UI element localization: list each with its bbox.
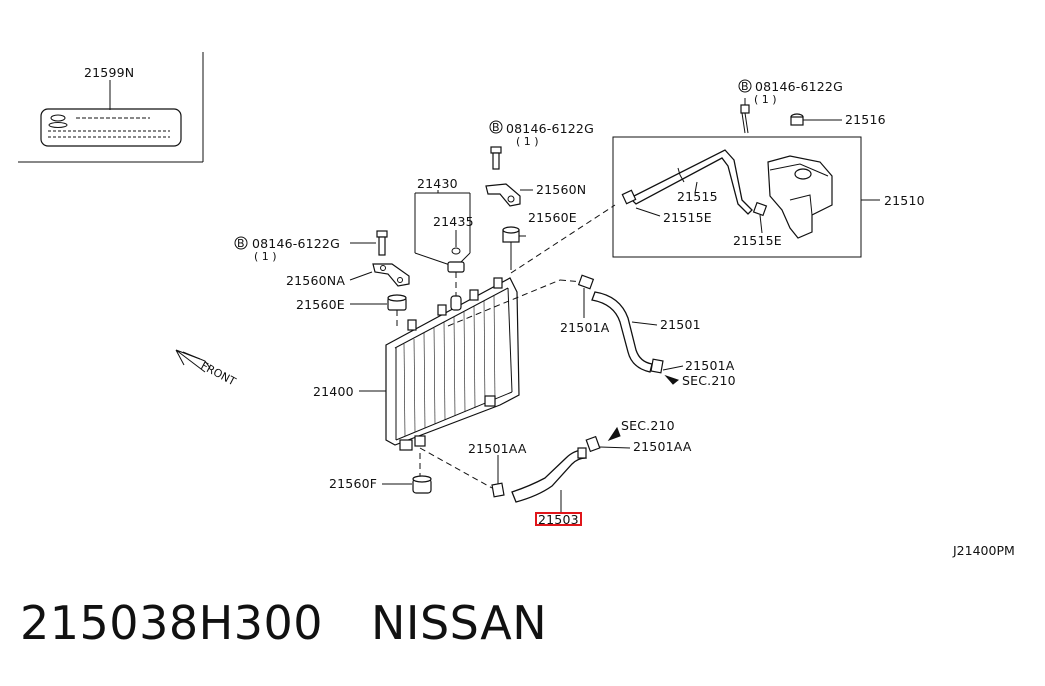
label-bolt-08146-6122G-upper: 08146-6122G [506,121,594,136]
label-21501: 21501 [660,317,701,332]
label-21515E-right: 21515E [733,233,782,248]
label-21560E-left: 21560E [296,297,345,312]
radiator-21400 [359,277,520,451]
radiator-fins [403,295,496,437]
label-21516: 21516 [845,112,886,127]
label-21501A-right: 21501A [685,358,735,373]
left-bolt: B [234,230,388,256]
footer-caption: 215038H300 NISSAN [20,596,595,650]
bracket-21560N [485,183,533,207]
mount-21560F [382,475,432,494]
label-21435: 21435 [433,214,474,229]
label-21560NA: 21560NA [286,273,345,288]
label-front: FRONT [199,359,239,388]
label-21400: 21400 [313,384,354,399]
label-21560N: 21560N [536,182,586,197]
tank-cap [790,113,842,126]
label-sec210-upper: SEC.210 [682,373,736,388]
mount-21560E-upper [502,226,526,270]
label-21430: 21430 [417,176,458,191]
part-number: 215038H300 [20,596,323,650]
brand-name: NISSAN [371,596,548,650]
upper-hose-21501 [577,274,684,374]
label-bolt-08146-6122G-tank: 08146-6122G [755,79,843,94]
label-bolt-qty-upper: ( 1 ) [516,135,539,148]
bolt-symbol-2: B [492,121,500,134]
dashed-leaders [419,204,616,489]
label-bolt-08146-6122G-left: 08146-6122G [252,236,340,251]
cap-bracket-21430 [414,190,471,273]
sec210-arrow-upper [664,374,680,385]
label-21510: 21510 [884,193,925,208]
highlighted-part-21503[interactable]: 21503 [535,512,582,527]
upper-bolt: B [489,120,503,170]
sec210-arrow-lower [607,426,621,441]
inset-label-plate: 21599N [18,52,204,163]
diagram-code: J21400PM [953,543,1015,558]
label-21515: 21515 [677,189,718,204]
label-21501A-upper: 21501A [560,320,610,335]
bolt-symbol-1: B [741,80,749,93]
label-21560F: 21560F [329,476,377,491]
front-arrow-icon [175,349,211,373]
label-21515E-left: 21515E [663,210,712,225]
bolt-symbol-3: B [237,237,245,250]
reservoir-tank-box [612,136,880,258]
mount-21560E-left [350,294,407,330]
label-bolt-qty-tank: ( 1 ) [754,93,777,106]
label-21501AA-left: 21501AA [468,441,527,456]
label-21599N: 21599N [84,65,134,80]
bracket-21560NA [349,263,410,287]
label-bolt-qty-left: ( 1 ) [254,250,277,263]
label-sec210-lower: SEC.210 [621,418,675,433]
label-21560E-upper: 21560E [528,210,577,225]
label-21503: 21503 [538,512,579,527]
lower-hose-21503 [491,435,631,514]
tank-bolt: B [738,79,752,134]
label-21501AA-right: 21501AA [633,439,692,454]
